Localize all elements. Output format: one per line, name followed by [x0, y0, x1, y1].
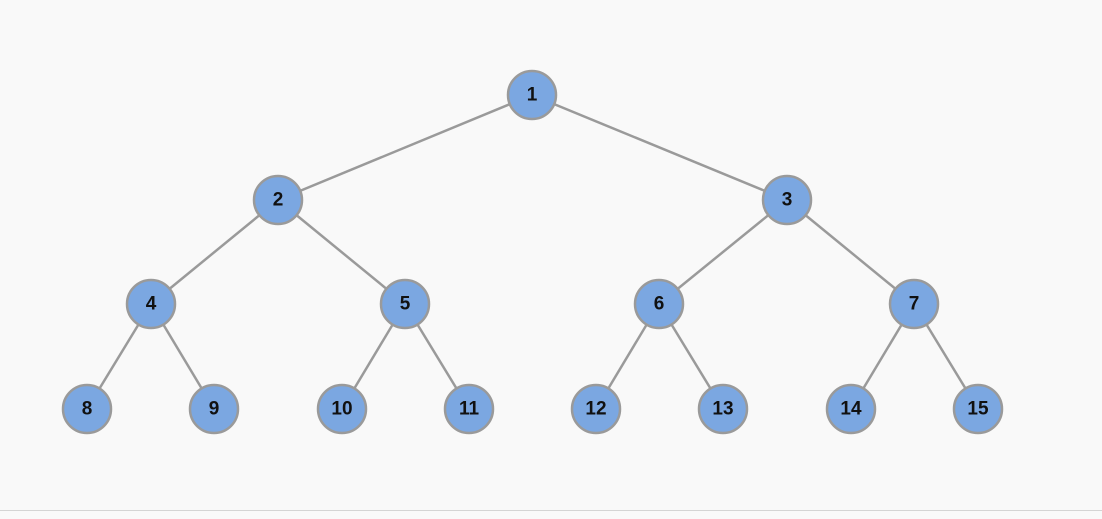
node-label: 7	[909, 294, 920, 315]
tree-node-1: 1	[506, 69, 558, 121]
node-label: 9	[209, 399, 220, 420]
node-label: 4	[146, 294, 157, 315]
tree-node-10: 10	[316, 383, 368, 435]
node-circle	[761, 174, 813, 226]
tree-node-3: 3	[761, 174, 813, 226]
node-circle	[888, 278, 940, 330]
tree-node-13: 13	[697, 383, 749, 435]
node-circle	[379, 278, 431, 330]
node-circle	[188, 383, 240, 435]
node-circle	[697, 383, 749, 435]
node-label: 15	[967, 399, 989, 420]
node-circle	[952, 383, 1004, 435]
edges-layer	[85, 93, 980, 410]
edge-3-6	[658, 199, 788, 305]
tree-node-4: 4	[125, 278, 177, 330]
node-circle	[61, 383, 113, 435]
tree-node-8: 8	[61, 383, 113, 435]
node-circle	[570, 383, 622, 435]
tree-node-11: 11	[443, 383, 495, 435]
tree-node-14: 14	[825, 383, 877, 435]
edge-3-7	[786, 199, 915, 305]
tree-node-12: 12	[570, 383, 622, 435]
node-label: 12	[585, 399, 606, 420]
node-label: 10	[331, 399, 352, 420]
node-label: 1	[527, 85, 538, 106]
node-label: 5	[400, 294, 411, 315]
edge-1-3	[531, 93, 788, 202]
edge-1-2	[277, 93, 533, 202]
tree-node-7: 7	[888, 278, 940, 330]
node-label: 3	[782, 190, 793, 211]
node-label: 6	[654, 294, 665, 315]
node-label: 11	[459, 399, 480, 420]
node-circle	[633, 278, 685, 330]
node-label: 13	[712, 399, 733, 420]
tree-node-15: 15	[952, 383, 1004, 435]
node-circle	[506, 69, 558, 121]
node-label: 2	[273, 190, 284, 211]
tree-node-9: 9	[188, 383, 240, 435]
node-circle	[252, 174, 304, 226]
tree-node-5: 5	[379, 278, 431, 330]
bottom-divider	[0, 510, 1102, 511]
tree-node-2: 2	[252, 174, 304, 226]
edge-2-4	[150, 199, 279, 305]
edge-2-5	[277, 199, 406, 305]
node-circle	[443, 383, 495, 435]
node-circle	[316, 383, 368, 435]
node-circle	[825, 383, 877, 435]
tree-node-6: 6	[633, 278, 685, 330]
node-label: 8	[82, 399, 93, 420]
node-label: 14	[840, 399, 862, 420]
node-circle	[125, 278, 177, 330]
